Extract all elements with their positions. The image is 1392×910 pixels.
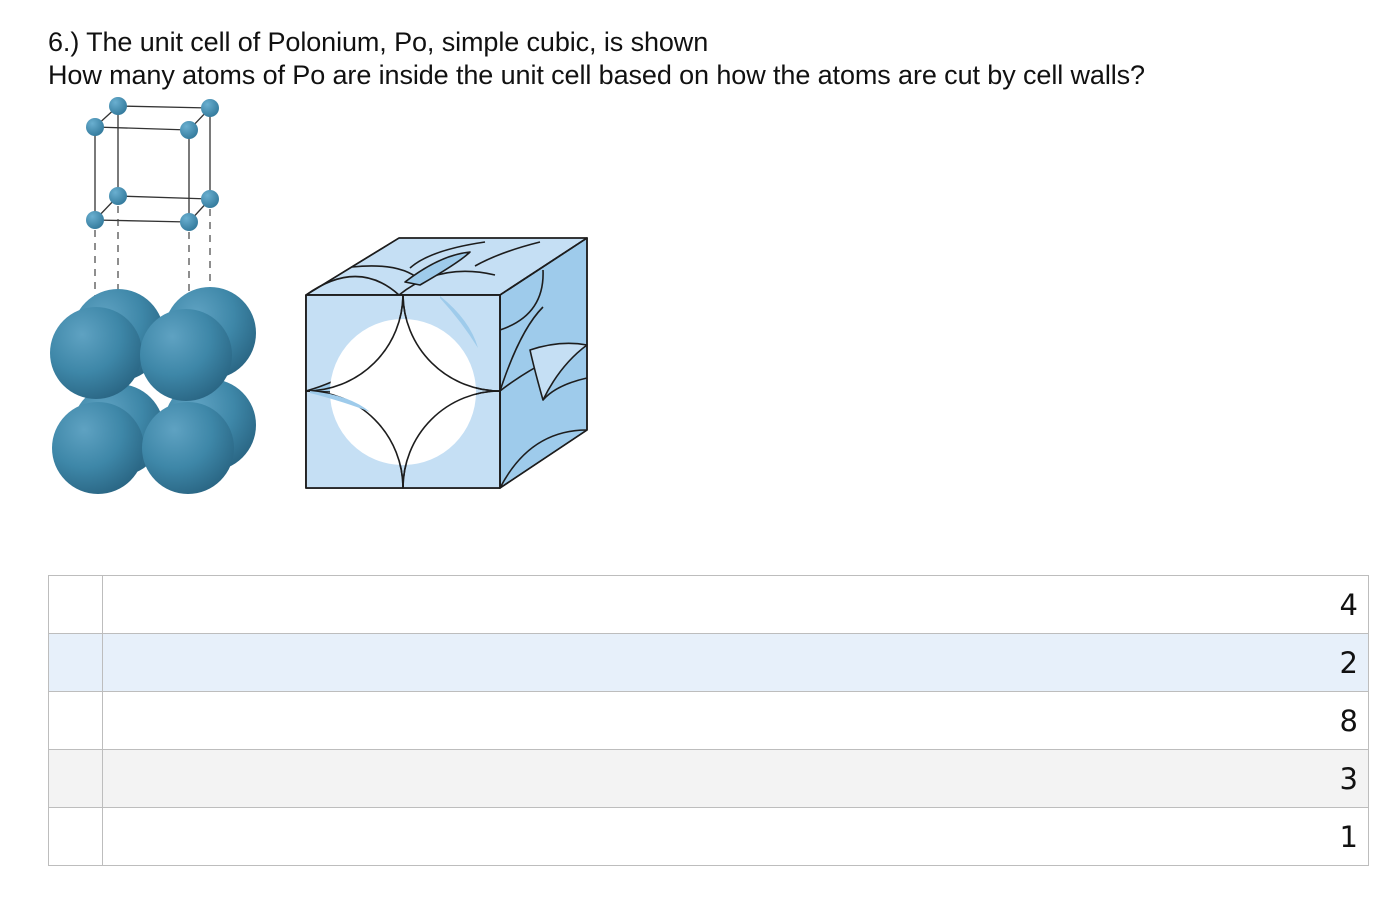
answer-option-row[interactable]: 3 (48, 749, 1369, 808)
answer-option-value[interactable]: 4 (102, 575, 1369, 634)
question-line-1: 6.) The unit cell of Polonium, Po, simpl… (48, 27, 709, 57)
answer-option-row[interactable]: 2 (48, 633, 1369, 692)
answer-option-value[interactable]: 8 (102, 691, 1369, 750)
answer-option-value[interactable]: 3 (102, 749, 1369, 808)
answer-option-row[interactable]: 1 (48, 807, 1369, 866)
answer-select-cell[interactable] (48, 575, 103, 634)
question-line-2: How many atoms of Po are inside the unit… (48, 60, 1145, 90)
corner-atoms (86, 97, 219, 231)
question-text: 6.) The unit cell of Polonium, Po, simpl… (48, 26, 1145, 92)
answer-select-cell[interactable] (48, 691, 103, 750)
answer-select-cell[interactable] (48, 749, 103, 808)
answer-options-table: 4 2 8 3 1 (48, 575, 1369, 866)
answer-option-value[interactable]: 1 (102, 807, 1369, 866)
answer-option-value[interactable]: 2 (102, 633, 1369, 692)
answer-select-cell[interactable] (48, 807, 103, 866)
packed-atoms (50, 287, 256, 494)
answer-option-row[interactable]: 4 (48, 575, 1369, 634)
answer-option-row[interactable]: 8 (48, 691, 1369, 750)
cutaway-cube (305, 237, 588, 489)
answer-select-cell[interactable] (48, 633, 103, 692)
skeleton-unit-cell (94, 105, 211, 223)
unit-cell-figure (50, 97, 588, 494)
